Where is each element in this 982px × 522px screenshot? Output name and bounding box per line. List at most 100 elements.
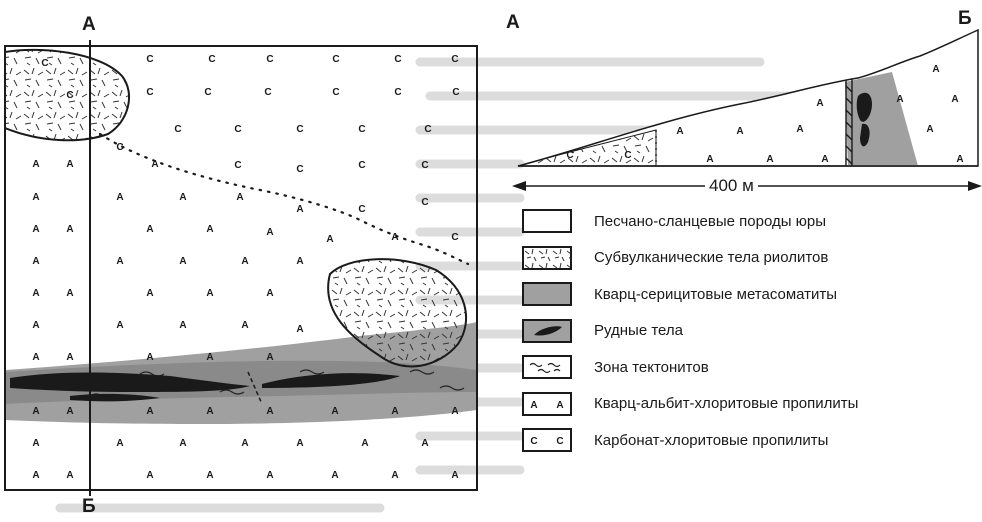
rhyolite-body-north <box>5 48 131 142</box>
albite-symbol: А <box>296 204 303 215</box>
albite-symbol: А <box>66 470 73 481</box>
albite-symbol: А <box>266 288 273 299</box>
albite-symbol: А <box>296 438 303 449</box>
albite-symbol: А <box>391 406 398 417</box>
albite-symbol: А <box>951 94 958 105</box>
albite-symbol: А <box>206 406 213 417</box>
albite-symbol: А <box>179 320 186 331</box>
albite-symbol: А <box>241 320 248 331</box>
albite-symbol: А <box>241 256 248 267</box>
albite-symbol: А <box>32 288 39 299</box>
albite-symbol: А <box>556 400 563 411</box>
albite-symbol: А <box>821 154 828 165</box>
carbonate-symbol: С <box>358 124 365 135</box>
albite-symbol: А <box>32 192 39 203</box>
albite-symbol: А <box>116 320 123 331</box>
carbonate-symbol: С <box>174 124 181 135</box>
legend-item-tectonites: Зона тектонитов <box>522 354 858 380</box>
albite-symbol: А <box>146 288 153 299</box>
geological-map: С С С С С С С С С С С С С С С С С С С С … <box>4 40 478 496</box>
albite-symbol: А <box>206 470 213 481</box>
albite-symbol: А <box>896 94 903 105</box>
carbonate-symbol: С <box>451 232 458 243</box>
albite-symbol: А <box>296 324 303 335</box>
albite-symbol: А <box>32 352 39 363</box>
albite-symbol: А <box>146 406 153 417</box>
albite-symbol: А <box>32 320 39 331</box>
albite-symbol: А <box>266 227 273 238</box>
carbonate-symbol: С <box>146 87 153 98</box>
carbonate-symbol: С <box>204 87 211 98</box>
section-end-b: Б <box>958 8 972 29</box>
albite-symbol: А <box>266 406 273 417</box>
ore-body <box>262 373 400 388</box>
albite-symbol: А <box>116 192 123 203</box>
propylite-boundary <box>98 132 470 266</box>
legend-item-carbonate-propylite: С С Карбонат-хлоритовые пропилиты <box>522 427 858 453</box>
carbonate-symbol: С <box>332 54 339 65</box>
albite-symbol: А <box>676 126 683 137</box>
carbonate-symbol: С <box>296 124 303 135</box>
carbonate-symbol: С <box>264 87 271 98</box>
ore-body <box>10 372 250 392</box>
albite-symbol: А <box>796 124 803 135</box>
carbonate-symbol: С <box>421 197 428 208</box>
carbonate-symbol: С <box>358 160 365 171</box>
albite-symbol: А <box>179 256 186 267</box>
section-rhyolite <box>517 129 657 167</box>
carbonate-symbol: С <box>266 54 273 65</box>
carbonate-symbol: С <box>66 90 73 101</box>
legend-item-albite-propylite: А А Кварц-альбит-хлоритовые пропилиты <box>522 391 858 417</box>
legend-label: Зона тектонитов <box>594 358 709 376</box>
carbonate-symbol: С <box>208 54 215 65</box>
albite-symbol: А <box>206 352 213 363</box>
albite-symbol: А <box>32 256 39 267</box>
albite-symbol: А <box>151 159 158 170</box>
albite-symbol: А <box>236 192 243 203</box>
carbonate-symbol: С <box>394 54 401 65</box>
albite-symbol: А <box>66 352 73 363</box>
albite-symbol: А <box>179 192 186 203</box>
legend-label: Субвулканические тела риолитов <box>594 249 829 266</box>
carbonate-symbol: С <box>116 142 123 153</box>
albite-symbol: А <box>766 154 773 165</box>
albite-symbol: А <box>391 470 398 481</box>
carbonate-symbol: С <box>421 160 428 171</box>
carbonate-symbol: С <box>530 436 537 447</box>
carbonate-symbol: С <box>358 204 365 215</box>
cross-section: С С А А А А А А А А А А А А <box>512 28 982 191</box>
legend-swatch-sandstone-shale <box>522 209 572 233</box>
section-label-bottom: Б <box>82 496 96 517</box>
section-label-top: А <box>82 14 96 35</box>
map-frame <box>4 45 478 491</box>
albite-symbol: А <box>206 224 213 235</box>
section-end-a: А <box>506 12 520 33</box>
albite-symbol: А <box>331 470 338 481</box>
albite-symbol: А <box>116 438 123 449</box>
section-ore-body <box>856 92 872 122</box>
carbonate-symbol: С <box>234 160 241 171</box>
albite-symbol: А <box>66 406 73 417</box>
albite-symbol: А <box>206 288 213 299</box>
carbonate-symbol: С <box>146 54 153 65</box>
albite-symbol: А <box>266 352 273 363</box>
albite-symbol: А <box>66 159 73 170</box>
legend-swatch-albite-propylite: А А <box>522 391 572 416</box>
legend-item-metasomatite: Кварц-серицитовые метасоматиты <box>522 281 858 307</box>
albite-symbol: А <box>266 470 273 481</box>
albite-symbol: А <box>706 154 713 165</box>
distance-label: 400 м <box>705 176 758 196</box>
albite-symbol: А <box>66 224 73 235</box>
legend-swatch-carbonate-propylite: С С <box>522 428 572 452</box>
carbonate-symbol: С <box>332 87 339 98</box>
albite-symbol: А <box>421 438 428 449</box>
carbonate-symbol: С <box>394 87 401 98</box>
albite-symbol: А <box>326 234 333 245</box>
legend: Песчано-сланцевые породы юры Су <box>522 208 858 464</box>
carbonate-symbol: С <box>451 54 458 65</box>
albite-symbol: А <box>32 159 39 170</box>
carbonate-symbol: С <box>296 164 303 175</box>
albite-symbol: А <box>926 124 933 135</box>
albite-symbol: А <box>66 288 73 299</box>
legend-swatch-tectonites <box>522 355 572 379</box>
